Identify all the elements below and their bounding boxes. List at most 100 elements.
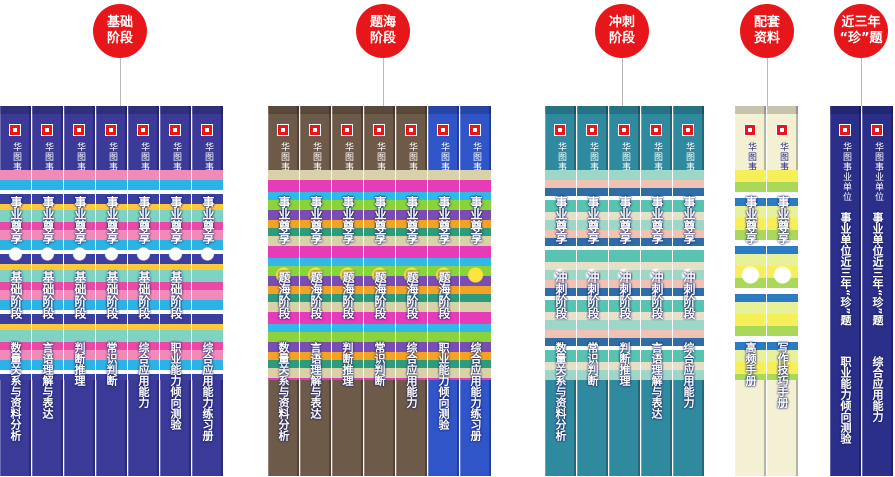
- series-title: 事业尊享: [73, 196, 87, 244]
- subject-label: 判断推理: [341, 342, 354, 386]
- series-title: 事业尊享: [201, 196, 215, 244]
- book-spine: 华图事业单位 事业尊享 基础阶段 常识判断: [96, 106, 127, 476]
- subject-label: 职业能力倾向测验: [839, 356, 852, 444]
- series-title: 事业尊享: [776, 196, 790, 244]
- series-title: 事业尊享: [586, 196, 600, 244]
- stage-label: 题海阶段: [437, 271, 451, 319]
- badge-line: 资料: [753, 31, 780, 46]
- book-spine: 华图事业单位 事业尊享 题海阶段 常识判断: [364, 106, 395, 476]
- subject-label: 高频手册: [744, 342, 757, 386]
- series-title: 事业尊享: [169, 196, 183, 244]
- book-set: 华图事业单位 事业尊享 高频手册 华图事业单位 事业尊享 写作技巧手册: [735, 106, 799, 476]
- publisher-label: 华图事业单位: [873, 142, 883, 202]
- badge-line: 阶段: [608, 31, 635, 46]
- publisher-logo-icon: [469, 124, 481, 136]
- book-spine: 华图事业单位 事业单位近三年“珍”题 职业能力倾向测验: [830, 106, 861, 476]
- stage-label: 冲刺阶段: [586, 271, 600, 319]
- book-spine: 华图事业单位 事业尊享 基础阶段 职业能力倾向测验: [160, 106, 191, 476]
- subject-label: 综合应用能力练习册: [469, 342, 482, 441]
- series-title: 事业尊享: [554, 196, 568, 244]
- publisher-logo-icon: [105, 124, 117, 136]
- subject-label: 判断推理: [618, 342, 631, 386]
- subject-label: 综合应用能力: [405, 342, 418, 408]
- publisher-logo-icon: [618, 124, 630, 136]
- connector-line: [383, 58, 384, 106]
- badge-basic-stage: 基础 阶段: [93, 4, 147, 58]
- badge-line: “珍”题: [839, 31, 883, 46]
- book-spine: 华图事业单位 事业尊享 综合应用能力练习册: [460, 106, 491, 476]
- subject-label: 言语理解与表达: [650, 342, 663, 419]
- series-title: 事业尊享: [9, 196, 23, 244]
- connector-line: [120, 58, 121, 106]
- publisher-logo-icon: [405, 124, 417, 136]
- book-spine: 华图事业单位 事业尊享 题海阶段 言语理解与表达: [300, 106, 331, 476]
- book-set: 华图事业单位 事业尊享 题海阶段 数量关系与资料分析 华图事业单位 事业尊享 题…: [268, 106, 492, 476]
- badge-sprint-stage: 冲刺 阶段: [595, 4, 649, 58]
- subject-label: 常识判断: [373, 342, 386, 386]
- publisher-logo-icon: [309, 124, 321, 136]
- series-title: 事业尊享: [650, 196, 664, 244]
- series-title: 事业尊享: [277, 196, 291, 244]
- badge-practice-stage: 题海 阶段: [356, 4, 410, 58]
- series-title: 事业尊享: [41, 196, 55, 244]
- badge-line: 基础: [106, 15, 133, 30]
- publisher-logo-icon: [169, 124, 181, 136]
- badge-line: 冲刺: [608, 15, 635, 30]
- connector-line: [767, 58, 768, 106]
- publisher-logo-icon: [586, 124, 598, 136]
- subject-label: 常识判断: [105, 342, 118, 386]
- subject-label: 判断推理: [73, 342, 86, 386]
- subject-label: 言语理解与表达: [41, 342, 54, 419]
- stage-label: 题海阶段: [405, 271, 419, 319]
- book-spine: 华图事业单位 事业单位近三年“珍”题 综合应用能力: [862, 106, 893, 476]
- book-spine: 华图事业单位 事业尊享 题海阶段 综合应用能力: [396, 106, 427, 476]
- publisher-logo-icon: [73, 124, 85, 136]
- publisher-logo-icon: [437, 124, 449, 136]
- subject-label: 综合应用能力: [137, 342, 150, 408]
- series-title: 事业尊享: [105, 196, 119, 244]
- stage-label: 题海阶段: [373, 271, 387, 319]
- stage-label: 基础阶段: [169, 271, 183, 319]
- publisher-label: 华图事业单位: [841, 142, 851, 202]
- book-spine: 华图事业单位 事业尊享 题海阶段 职业能力倾向测验: [428, 106, 459, 476]
- publisher-logo-icon: [41, 124, 53, 136]
- series-title: 事业尊享: [437, 196, 451, 244]
- badge-supporting-materials: 配套 资料: [740, 4, 794, 58]
- book-set: 华图事业单位 事业单位近三年“珍”题 职业能力倾向测验 华图事业单位 事业单位近…: [830, 106, 894, 476]
- series-title: 事业尊享: [405, 196, 419, 244]
- book-spine: 华图事业单位 事业尊享 基础阶段 综合应用能力: [128, 106, 159, 476]
- book-spine: 华图事业单位 事业尊享 基础阶段 判断推理: [64, 106, 95, 476]
- book-spine: 华图事业单位 事业尊享 冲刺阶段 言语理解与表达: [641, 106, 672, 476]
- series-title: 事业尊享: [469, 196, 483, 244]
- subject-label: 职业能力倾向测验: [169, 342, 182, 430]
- stage-label: 冲刺阶段: [554, 271, 568, 319]
- publisher-logo-icon: [776, 124, 788, 136]
- book-spine: 华图事业单位 事业尊享 冲刺阶段 综合应用能力: [673, 106, 704, 476]
- stage-label: 基础阶段: [41, 271, 55, 319]
- publisher-logo-icon: [871, 124, 883, 136]
- publisher-logo-icon: [554, 124, 566, 136]
- publisher-logo-icon: [373, 124, 385, 136]
- stage-label: 题海阶段: [341, 271, 355, 319]
- badge-line: 题海: [369, 15, 396, 30]
- series-title: 事业尊享: [137, 196, 151, 244]
- publisher-logo-icon: [839, 124, 851, 136]
- publisher-logo-icon: [744, 124, 756, 136]
- subject-label: 写作技巧手册: [776, 342, 789, 408]
- stage-label: 冲刺阶段: [650, 271, 664, 319]
- book-spine: 华图事业单位 事业尊享 写作技巧手册: [767, 106, 798, 476]
- stage-label: 冲刺阶段: [682, 271, 696, 319]
- book-spine: 华图事业单位 事业尊享 题海阶段 数量关系与资料分析: [268, 106, 299, 476]
- subject-label: 职业能力倾向测验: [437, 342, 450, 430]
- badge-past-papers: 近三年 “珍”题: [834, 4, 888, 58]
- series-title: 事业尊享: [341, 196, 355, 244]
- publisher-logo-icon: [137, 124, 149, 136]
- badge-line: 阶段: [106, 31, 133, 46]
- stage-label: 基础阶段: [105, 271, 119, 319]
- subject-label: 数量关系与资料分析: [277, 342, 290, 441]
- book-spine: 华图事业单位 事业尊享 题海阶段 判断推理: [332, 106, 363, 476]
- subject-label: 综合应用能力: [871, 356, 884, 422]
- book-spine: 华图事业单位 事业尊享 高频手册: [735, 106, 766, 476]
- publisher-logo-icon: [201, 124, 213, 136]
- book-spine: 华图事业单位 事业尊享 基础阶段 言语理解与表达: [32, 106, 63, 476]
